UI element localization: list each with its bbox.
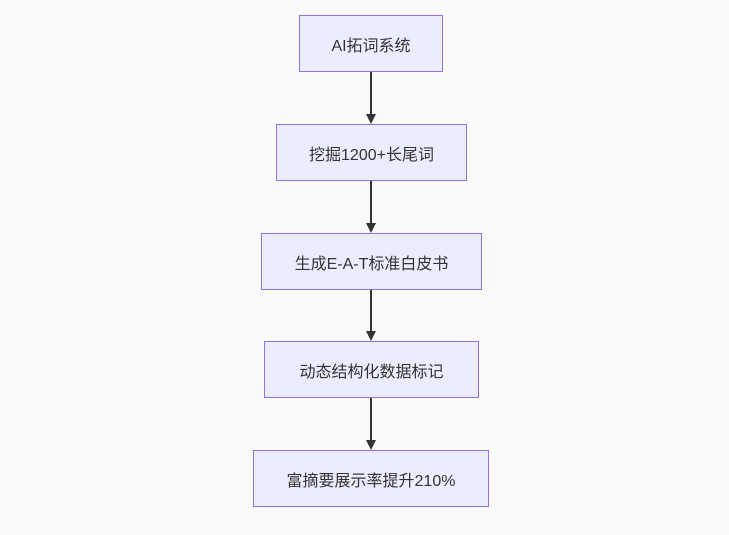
arrow-line [370,398,372,441]
flow-arrow-1 [365,72,377,124]
arrow-head-down-icon [366,223,376,233]
arrow-head-down-icon [366,440,376,450]
flow-arrow-3 [365,290,377,341]
flow-arrow-4 [365,398,377,450]
flow-node-structured-data-markup: 动态结构化数据标记 [264,341,479,398]
flow-node-ai-keyword-system: AI拓词系统 [299,15,443,72]
flow-arrow-2 [365,181,377,233]
flow-node-rich-snippet-result: 富摘要展示率提升210% [253,450,489,507]
arrow-head-down-icon [366,331,376,341]
flow-node-eat-whitepaper: 生成E-A-T标准白皮书 [261,233,482,290]
flow-node-longtail-mining: 挖掘1200+长尾词 [276,124,467,181]
arrow-line [370,72,372,115]
arrow-line [370,181,372,224]
arrow-head-down-icon [366,114,376,124]
arrow-line [370,290,372,332]
